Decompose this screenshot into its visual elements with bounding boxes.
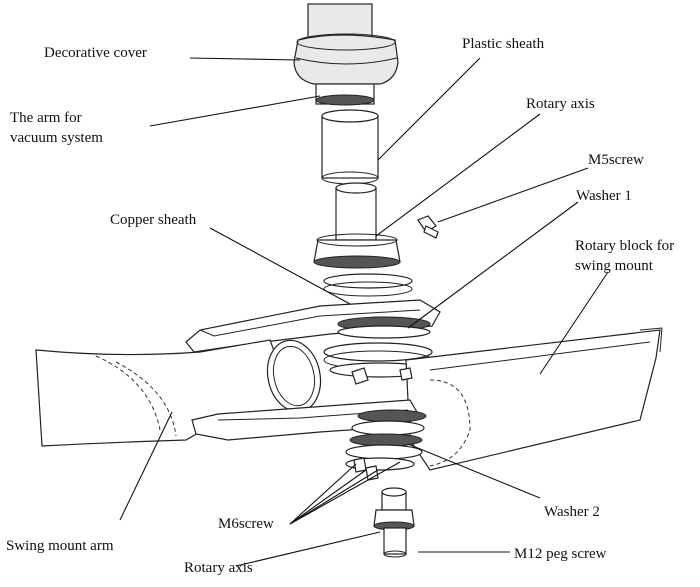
label-rotary-axis-top: Rotary axis bbox=[526, 96, 595, 112]
lower-pivot-stack bbox=[345, 409, 427, 460]
plastic-sheath bbox=[321, 109, 379, 185]
label-swing-mount-arm: Swing mount arm bbox=[6, 538, 114, 554]
copper-sheath bbox=[323, 273, 413, 297]
washer-1 bbox=[337, 316, 431, 339]
vacuum-arm-collar bbox=[315, 83, 375, 106]
label-m5screw: M5screw bbox=[588, 152, 644, 168]
label-arm-vacuum-line2: vacuum system bbox=[10, 130, 103, 146]
label-plastic-sheath: Plastic sheath bbox=[462, 36, 545, 52]
m5-screw bbox=[417, 215, 439, 239]
label-copper-sheath: Copper sheath bbox=[110, 212, 197, 228]
label-rotary-block-line2: swing mount bbox=[575, 258, 654, 274]
leader-lines bbox=[119, 57, 609, 567]
label-arm-vacuum-line1: The arm for bbox=[10, 110, 82, 126]
label-decorative-cover: Decorative cover bbox=[44, 45, 147, 61]
label-m12-peg-screw: M12 peg screw bbox=[514, 546, 607, 562]
label-washer2: Washer 2 bbox=[544, 504, 600, 520]
rotary-block bbox=[405, 327, 663, 471]
labels: Decorative cover Plastic sheath Rotary a… bbox=[6, 36, 674, 576]
decorative-cover bbox=[293, 33, 399, 85]
rotary-axis-upper bbox=[313, 182, 401, 269]
label-washer1: Washer 1 bbox=[576, 188, 632, 204]
label-m6screw: M6screw bbox=[218, 516, 274, 532]
label-rotary-block-line1: Rotary block for bbox=[575, 238, 674, 254]
m12-peg-screw bbox=[373, 487, 415, 558]
label-rotary-axis-bottom: Rotary axis bbox=[184, 560, 253, 576]
